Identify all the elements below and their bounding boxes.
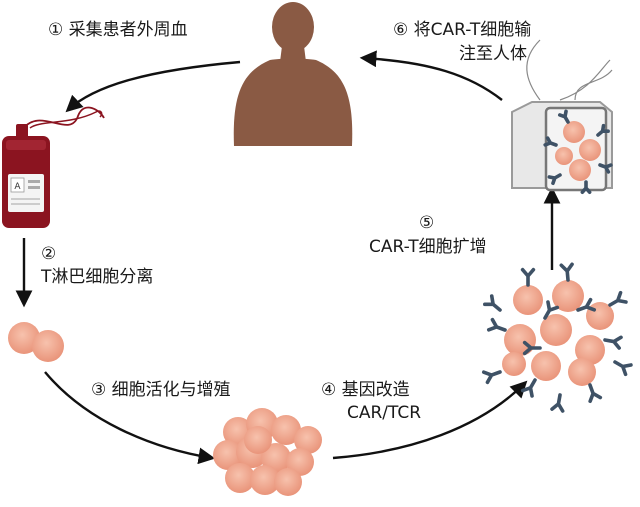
- car-receptor: [520, 378, 537, 398]
- step-4-label-line2: CAR/TCR: [347, 403, 422, 423]
- car-receptor: [550, 393, 565, 413]
- blood-bag-icon: A: [2, 106, 105, 228]
- step-5-label: CAR-T细胞扩增: [369, 237, 487, 257]
- arrow-infusion-to-body: [359, 50, 503, 101]
- cell: [540, 314, 572, 346]
- car-receptor: [486, 317, 507, 332]
- arrow-cells-to-proliferation: [44, 371, 216, 465]
- car-receptor: [547, 173, 562, 186]
- step-3-label: ③ 细胞活化与增殖: [91, 380, 231, 400]
- cell: [555, 147, 573, 165]
- cell: [552, 280, 584, 312]
- cell: [213, 440, 243, 470]
- car-receptor: [598, 163, 613, 174]
- car-receptor: [483, 294, 502, 312]
- step-6-label-line2: 注至人体: [459, 44, 527, 64]
- flow-arrows: [15, 50, 561, 465]
- car-receptor: [580, 180, 592, 194]
- step-4-label-line1: ④ 基因改造: [321, 380, 410, 400]
- cell: [513, 285, 543, 315]
- car-receptor: [613, 360, 633, 377]
- cell: [569, 159, 591, 181]
- step-2-label: T淋巴细胞分离: [41, 267, 154, 287]
- blood-bag-tag-letter: A: [14, 182, 21, 192]
- arrow-proliferation-to-modified: [332, 380, 528, 460]
- cell: [531, 351, 561, 381]
- car-receptor: [608, 290, 628, 307]
- car-receptor: [520, 267, 536, 287]
- cell: [568, 358, 596, 386]
- step-6-label-line1: ⑥ 将CAR-T细胞输: [393, 20, 532, 40]
- step-1-label: ① 采集患者外周血: [48, 20, 188, 40]
- cell: [504, 324, 536, 356]
- human-body-icon: [233, 2, 353, 146]
- arrow-body-to-bag: [65, 60, 241, 113]
- car-receptor: [522, 340, 542, 356]
- cell: [225, 463, 255, 493]
- step-2-number: ②: [41, 244, 57, 264]
- car-receptor: [559, 262, 574, 282]
- proliferating-cells: [213, 408, 322, 496]
- cell: [250, 465, 280, 495]
- car-receptor: [543, 136, 558, 147]
- cell: [563, 121, 585, 143]
- car-receptor: [588, 383, 603, 404]
- cell: [575, 335, 605, 365]
- cell: [294, 426, 322, 454]
- car-receptor: [543, 300, 560, 320]
- cell: [579, 139, 601, 161]
- car-receptor: [596, 123, 610, 137]
- cell: [274, 468, 302, 496]
- cell: [502, 352, 526, 376]
- car-receptor: [557, 109, 570, 124]
- cell: [271, 415, 301, 445]
- step-5-number: ⑤: [419, 213, 435, 233]
- cell: [244, 426, 272, 454]
- car-receptor: [576, 297, 597, 312]
- car-receptor: [603, 335, 623, 350]
- car-t-cell-icon: [481, 262, 633, 413]
- car-receptor: [481, 370, 502, 385]
- t-cell-icon: [8, 322, 64, 362]
- infusion-bag-icon: [511, 39, 613, 194]
